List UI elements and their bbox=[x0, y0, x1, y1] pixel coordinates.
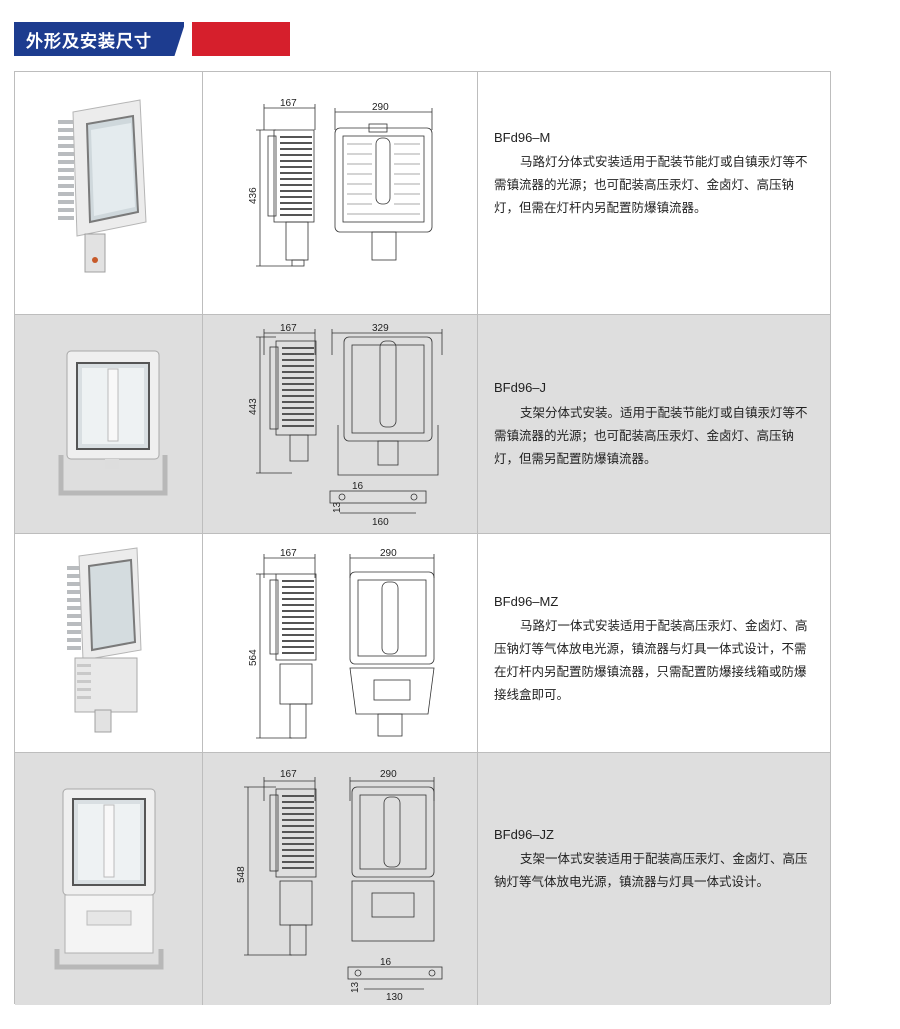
product-photo-cell bbox=[15, 315, 203, 533]
product-text-cell: BFd96–JZ 支架一体式安装适用于配装高压汞灯、金卤灯、高压钠灯等气体放电光… bbox=[477, 753, 830, 1005]
product-description: 支架一体式安装适用于配装高压汞灯、金卤灯、高压钠灯等气体放电光源，镇流器与灯具一… bbox=[494, 851, 808, 889]
product-photo-m bbox=[58, 99, 147, 273]
table-row: 167 329 443 16 13 160 BFd96–J 支架分体式安装。适用… bbox=[15, 315, 830, 534]
dim-height: 443 bbox=[248, 398, 259, 415]
model-name: BFd96–J bbox=[494, 380, 547, 395]
section-title: 外形及安装尺寸 bbox=[26, 32, 152, 52]
dim-height: 436 bbox=[248, 187, 259, 204]
dim-bracket-hole: 16 bbox=[380, 957, 392, 968]
dim-bracket-thickness: 13 bbox=[332, 501, 343, 513]
dimension-drawing-j: 167 329 443 16 13 160 bbox=[248, 323, 443, 528]
dim-bracket-span: 130 bbox=[386, 992, 403, 1003]
product-photo-cell bbox=[15, 72, 203, 314]
product-text-cell: BFd96–MZ 马路灯一体式安装适用于配装高压汞灯、金卤灯、高压钠灯等气体放电… bbox=[477, 534, 830, 752]
table-row: 167 290 564 BFd96–MZ 马路灯一体式安装适用于配装高压汞灯、金… bbox=[15, 534, 830, 753]
product-photo-mz bbox=[67, 547, 142, 733]
dim-bracket-hole: 16 bbox=[352, 481, 364, 492]
dim-height: 564 bbox=[248, 649, 259, 666]
dim-bracket-span: 160 bbox=[372, 517, 389, 528]
dimension-drawing-cell: 167 329 443 16 13 160 bbox=[202, 315, 478, 533]
model-name: BFd96–MZ bbox=[494, 594, 559, 609]
dim-front-width: 290 bbox=[380, 769, 397, 780]
product-description: 马路灯一体式安装适用于配装高压汞灯、金卤灯、高压钠灯等气体放电光源，镇流器与灯具… bbox=[494, 618, 808, 702]
dim-side-width: 167 bbox=[280, 548, 297, 559]
dim-height: 548 bbox=[236, 866, 247, 883]
product-description: 马路灯分体式安装适用于配装节能灯或自镇汞灯等不需镇流器的光源；也可配装高压汞灯、… bbox=[494, 154, 808, 215]
dimension-drawing-cell: 167 290 564 bbox=[202, 534, 478, 752]
dimension-drawing-m: 167 290 436 bbox=[248, 98, 433, 267]
product-text-cell: BFd96–J 支架分体式安装。适用于配装节能灯或自镇汞灯等不需镇流器的光源；也… bbox=[477, 315, 830, 533]
dimension-table: 167 290 436 BFd96–M 马路灯分体式安装适用于配装节能灯或自镇汞… bbox=[14, 71, 831, 1005]
dim-front-width: 290 bbox=[372, 102, 389, 113]
dim-front-width: 329 bbox=[372, 323, 389, 334]
table-row: 167 290 436 BFd96–M 马路灯分体式安装适用于配装节能灯或自镇汞… bbox=[15, 72, 830, 315]
table-row: 167 290 548 16 13 130 BFd96–JZ 支架一体式安装适用… bbox=[15, 753, 830, 1005]
dim-side-width: 167 bbox=[280, 323, 297, 334]
product-photo-cell bbox=[15, 534, 203, 752]
product-text-cell: BFd96–M 马路灯分体式安装适用于配装节能灯或自镇汞灯等不需镇流器的光源；也… bbox=[477, 72, 830, 314]
dimension-drawing-jz: 167 290 548 16 13 130 bbox=[236, 769, 443, 1003]
model-name: BFd96–M bbox=[494, 130, 551, 145]
dim-side-width: 167 bbox=[280, 98, 297, 109]
header-red-bar bbox=[192, 22, 290, 56]
header-blue-bar bbox=[14, 22, 184, 56]
product-description: 支架分体式安装。适用于配装节能灯或自镇汞灯等不需镇流器的光源；也可配装高压汞灯、… bbox=[494, 405, 808, 466]
dimension-drawing-cell: 167 290 548 16 13 130 bbox=[202, 753, 478, 1005]
dimension-drawing-cell: 167 290 436 bbox=[202, 72, 478, 314]
dim-bracket-thickness: 13 bbox=[350, 981, 361, 993]
dimension-drawing-mz: 167 290 564 bbox=[248, 548, 435, 739]
product-photo-jz bbox=[54, 788, 164, 970]
section-header: 外形及安装尺寸 bbox=[14, 22, 290, 56]
dim-side-width: 167 bbox=[280, 769, 297, 780]
model-name: BFd96–JZ bbox=[494, 827, 554, 842]
dim-front-width: 290 bbox=[380, 548, 397, 559]
product-photo-cell bbox=[15, 753, 203, 1005]
product-photo-j bbox=[58, 350, 168, 496]
